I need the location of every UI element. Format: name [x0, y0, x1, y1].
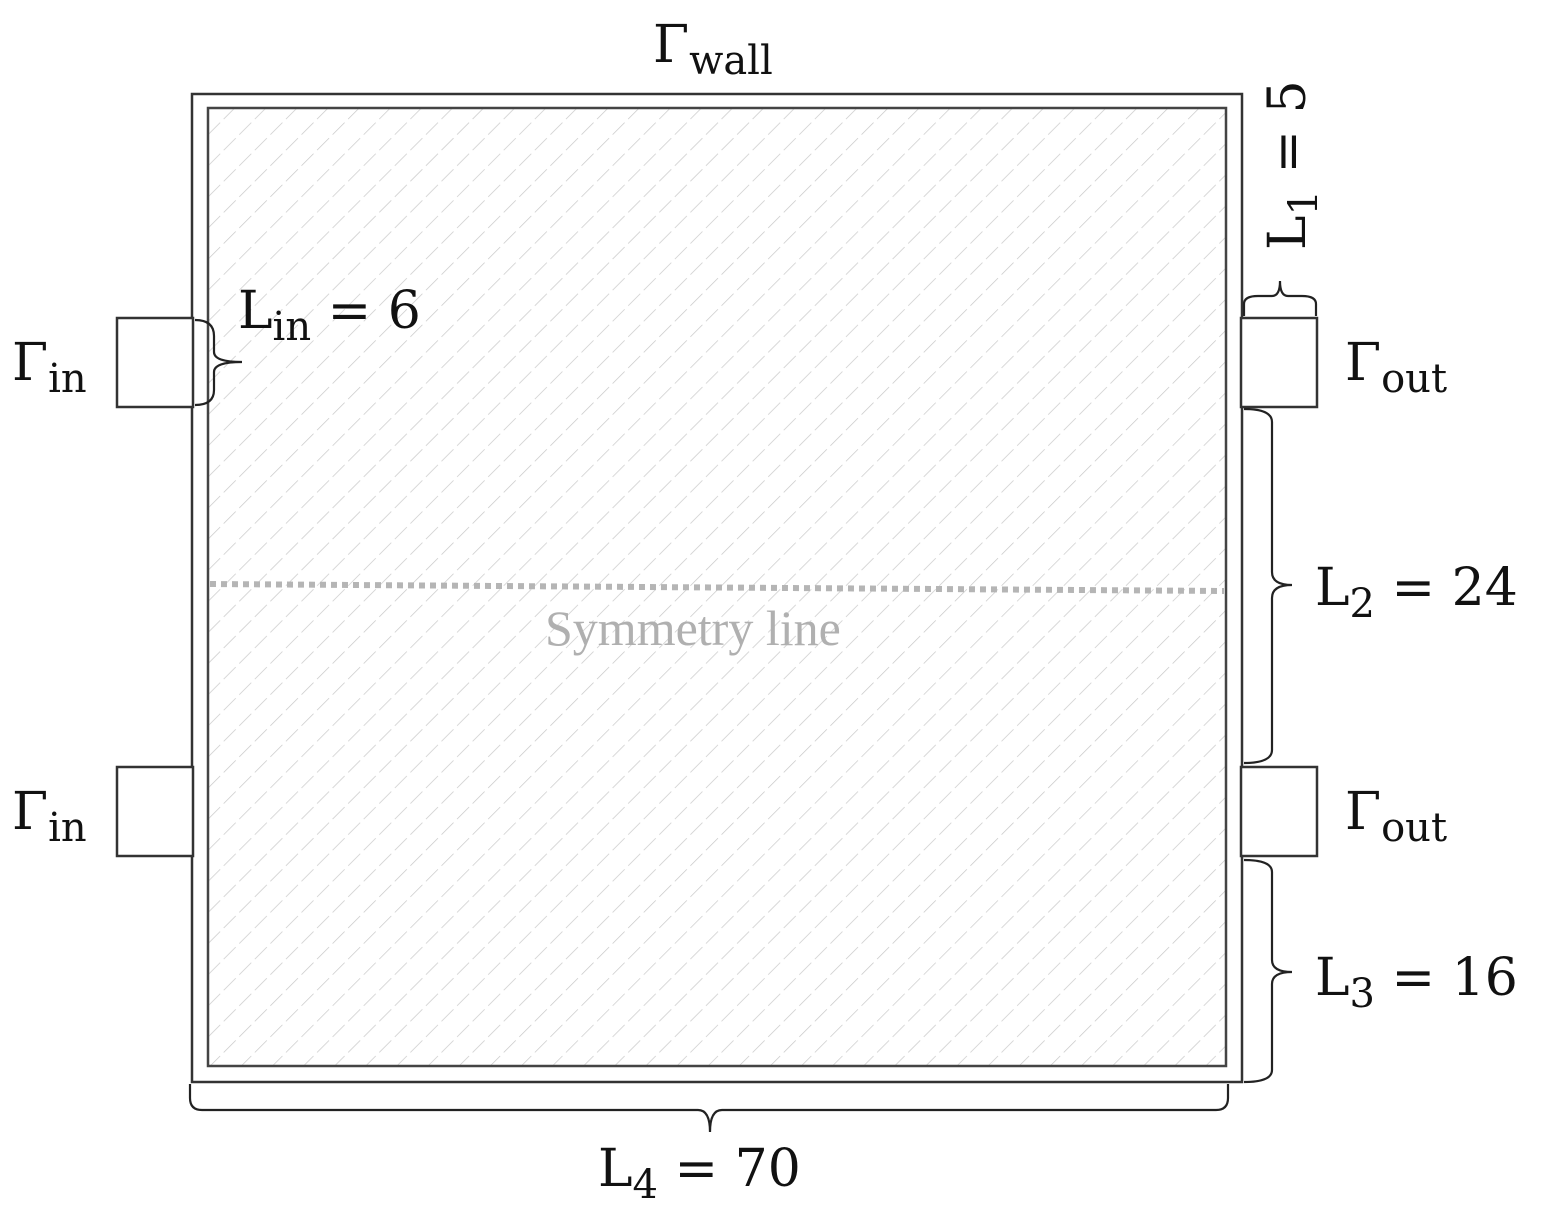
brace-l3 [1243, 858, 1293, 1084]
symmetry-line [209, 581, 1225, 594]
inlet-port-top [115, 316, 195, 409]
brace-l2 [1243, 407, 1293, 765]
outer-wall [190, 92, 1244, 1084]
brace-l4 [188, 1084, 1230, 1133]
outlet-port-top [1239, 316, 1319, 409]
gamma-in-label-top: Γin [12, 333, 87, 402]
domain-inner-border [206, 106, 1228, 1068]
gamma-out-label-bottom: Γout [1345, 782, 1447, 851]
l2-dimension-label: L2 = 24 [1315, 558, 1518, 627]
gamma-wall-label: Γwall [653, 15, 773, 84]
inlet-port-bottom [115, 765, 195, 858]
gamma-in-label-bottom: Γin [12, 782, 87, 851]
lin-dimension-label: Lin = 6 [238, 281, 421, 350]
l4-dimension-label: L4 = 70 [598, 1139, 801, 1208]
l1-dimension-label: L1 = 5 [1258, 80, 1327, 250]
brace-l1 [1242, 280, 1318, 316]
l3-dimension-label: L3 = 16 [1315, 948, 1518, 1017]
symmetry-label: Symmetry line [545, 600, 841, 656]
outlet-port-bottom [1239, 765, 1319, 858]
gamma-out-label-top: Γout [1345, 333, 1447, 402]
brace-lin [194, 318, 243, 407]
